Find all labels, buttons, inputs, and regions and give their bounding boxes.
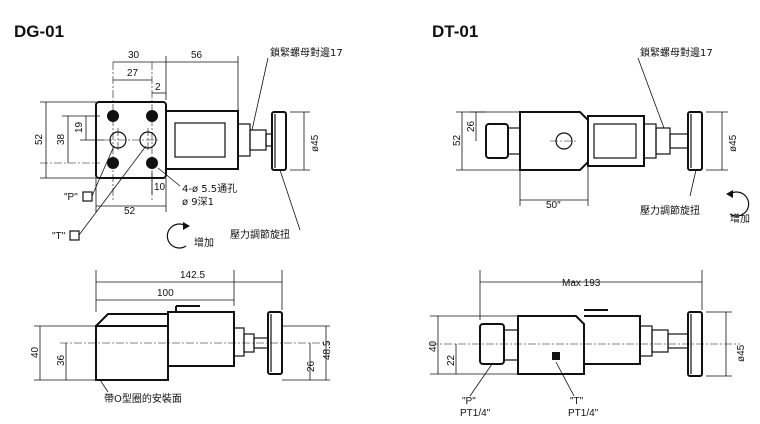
dim-label-phi45-dg: ø45 (310, 134, 321, 152)
dim-label-19: 19 (74, 121, 85, 133)
dim-label-40-dg: 40 (30, 346, 41, 358)
dim-label-56: 56 (191, 50, 203, 61)
dg-side-view: 142.5 100 40 36 26 48.5 帶O型圈的安裝面 (30, 270, 333, 405)
port-t-label-dg: "T" (52, 231, 66, 242)
holes-note-through: 4-ø 5.5通孔 (182, 183, 237, 195)
locknut-label-dg: 鎖緊螺母對邊17 (270, 46, 343, 59)
dim-label-max-193: Max 193 (562, 278, 601, 289)
locknut-label-dt: 鎖緊螺母對邊17 (640, 46, 713, 59)
dim-label-52-dt: 52 (452, 134, 463, 146)
increase-label-dt: 增加 (730, 212, 750, 225)
oring-mounting-note: 帶O型圈的安裝面 (104, 392, 182, 405)
dim-label-phi45-dt-top: ø45 (728, 134, 739, 152)
dim-label-30: 30 (128, 50, 140, 61)
increase-rotation-icon-dt (729, 191, 750, 217)
dim-label-27: 27 (127, 68, 139, 79)
dim-label-38: 38 (56, 133, 67, 145)
holes-note-depth: ø 9深1 (182, 196, 214, 208)
dim-label-40-dt: 40 (428, 340, 439, 352)
dim-label-26-dg: 26 (306, 360, 317, 372)
port-p-label-dg: "P" (64, 192, 78, 203)
dim-label-22: 22 (446, 354, 457, 366)
increase-rotation-icon (166, 223, 187, 249)
port-t-label-dt: "T" (570, 396, 584, 407)
port-t-size-dt: PT1/4" (568, 408, 599, 419)
dim-label-50: 50″ (546, 200, 561, 211)
port-p-size-dt: PT1/4" (460, 408, 491, 419)
increase-label-dg: 增加 (194, 236, 214, 249)
dim-label-10: 10 (154, 182, 166, 193)
dg-top-view: 30 56 27 2 52 38 19 52 10 ø45 4-ø 5.5通孔 … (34, 46, 343, 249)
dg-model-title: DG-01 (14, 22, 64, 41)
dim-label-phi45-dt-side: ø45 (736, 344, 747, 362)
dim-label-52-left: 52 (34, 133, 45, 145)
dim-label-142-5: 142.5 (180, 270, 205, 281)
dim-label-52-bottom: 52 (124, 206, 136, 217)
dt-top-view: 52 26 50″ ø45 鎖緊螺母對邊17 壓力調節旋扭 增加 (452, 46, 750, 225)
dt-side-view: Max 193 40 22 ø45 "P" PT1/4" "T" PT1/4" (428, 270, 747, 419)
dim-label-26-dt: 26 (466, 120, 477, 132)
dim-label-100: 100 (157, 288, 174, 299)
knob-label-dt: 壓力調節旋扭 (640, 204, 700, 217)
dim-label-2: 2 (155, 82, 161, 93)
port-p-label-dt: "P" (462, 396, 476, 407)
dt-model-title: DT-01 (432, 22, 478, 41)
dim-label-48-5: 48.5 (322, 340, 333, 360)
dim-label-36: 36 (56, 354, 67, 366)
knob-label-dg: 壓力調節旋扭 (230, 228, 290, 241)
